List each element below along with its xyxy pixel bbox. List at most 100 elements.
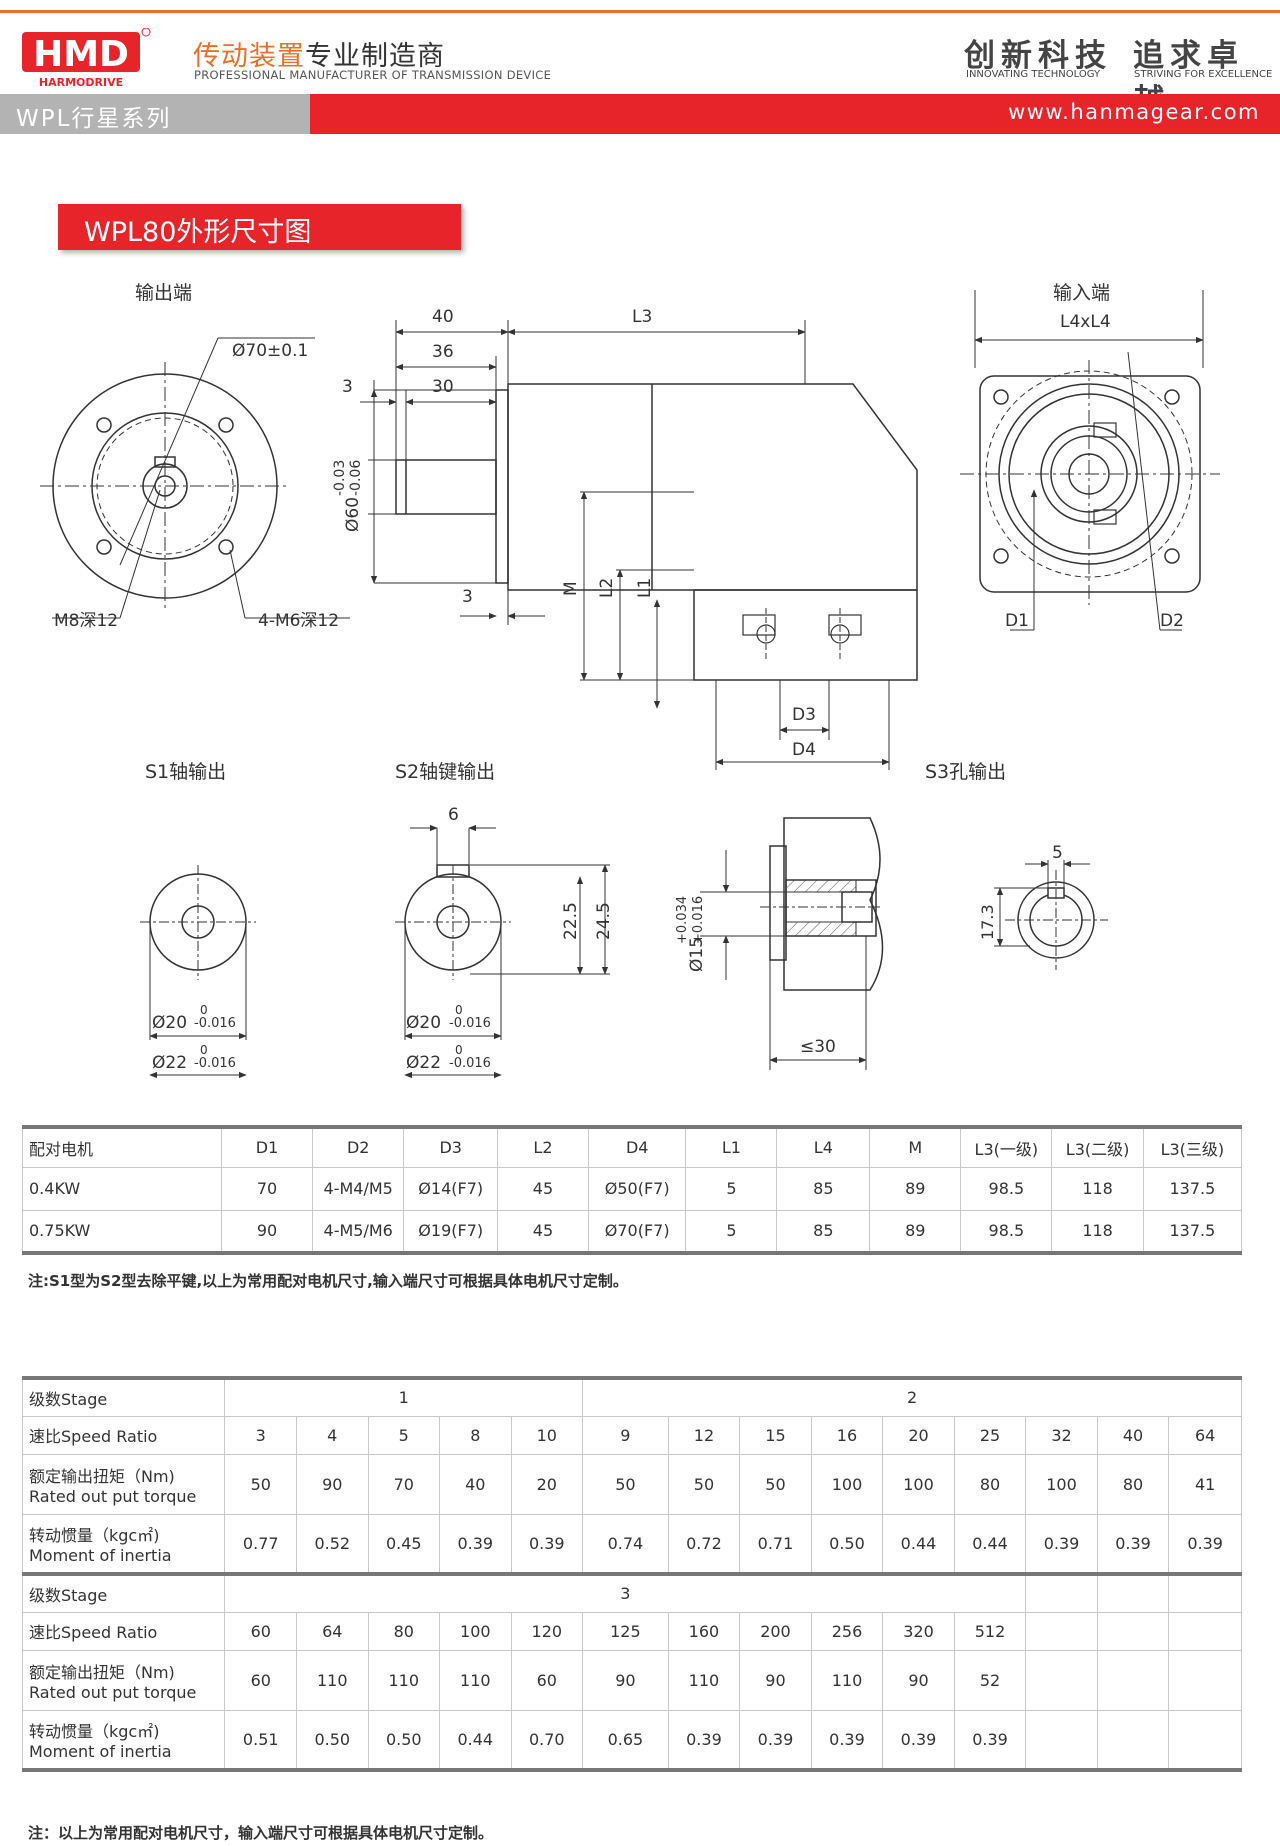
table1-header: L2 (497, 1126, 589, 1168)
section-title-box: WPL80外形尺寸图 (58, 204, 461, 250)
s3-d15: Ø15 (687, 937, 707, 972)
table-cell: 0.39 (439, 1513, 512, 1575)
table-cell: 80 (1096, 1453, 1170, 1515)
table-cell: 0.74 (582, 1513, 669, 1575)
table-cell: 0.50 (810, 1513, 884, 1575)
table-cell: 110 (367, 1649, 441, 1711)
s2-h1: 22.5 (561, 902, 581, 940)
dim-l4: L4xL4 (1060, 312, 1111, 332)
inertia-label: 转动惯量（kgc㎡)Moment of inertia (21, 1709, 226, 1771)
table1-header: 配对电机 (21, 1126, 223, 1168)
table-cell: 120 (510, 1611, 584, 1651)
table1-header: L3(一级) (960, 1126, 1053, 1168)
table-cell: 5 (367, 1415, 441, 1455)
table-cell: 100 (439, 1611, 512, 1651)
s3-height: 17.3 (978, 904, 997, 940)
table-cell: 85 (776, 1166, 871, 1211)
table-cell: 0.39 (810, 1709, 884, 1771)
torque-label-en: Rated out put torque (29, 1486, 197, 1506)
dim-3-top: 3 (342, 377, 353, 397)
table1-note: 注:S1型为S2型去除平键,以上为常用配对电机尺寸,输入端尺寸可根据具体电机尺寸… (28, 1272, 628, 1290)
table-cell: 15 (739, 1415, 812, 1455)
stage-2: 2 (582, 1377, 1242, 1417)
table1-header: L4 (776, 1126, 871, 1168)
s1-shaft-view (140, 865, 256, 1079)
table-row: 0.4KW 70 4-M4/M5 Ø14(F7) 45 Ø50(F7) 5 85… (21, 1166, 1243, 1211)
s2-d20: Ø20 (406, 1013, 441, 1033)
stage-row: 级数Stage 1 2 (21, 1377, 1242, 1417)
table-cell: 70 (367, 1453, 441, 1515)
s1-d22-tol-top: 0 (200, 1043, 208, 1057)
s1-d20-tol-top: 0 (200, 1003, 208, 1017)
table1-header: D2 (311, 1126, 405, 1168)
table-cell: 0.39 (510, 1513, 584, 1575)
table-cell: 32 (1025, 1415, 1098, 1455)
table-cell: 90 (882, 1649, 955, 1711)
header-top-line (0, 10, 1280, 13)
table-cell (1168, 1611, 1242, 1651)
table-cell: 60 (224, 1611, 297, 1651)
table-cell: 25 (953, 1415, 1027, 1455)
table-cell: 0.72 (667, 1513, 741, 1575)
logo-subtext: HARMODRIVE (39, 76, 123, 88)
table-cell (1096, 1611, 1170, 1651)
table-cell: 0.44 (439, 1709, 512, 1771)
table-cell: 70 (221, 1166, 313, 1211)
table-cell: 100 (882, 1453, 955, 1515)
s1-d22: Ø22 (152, 1053, 187, 1073)
table-cell (1096, 1573, 1170, 1613)
table-cell: 20 (510, 1453, 584, 1515)
dim-d4: D4 (792, 740, 816, 760)
company-tagline: 传动装置专业制造商 (193, 34, 445, 73)
logo-text: HMD (33, 34, 129, 75)
table-cell: 118 (1051, 1166, 1144, 1211)
table-cell: 90 (739, 1649, 812, 1711)
side-view (360, 320, 918, 770)
series-label: WPL行星系列 (16, 106, 172, 132)
table-cell: 160 (667, 1611, 741, 1651)
dim-30: 30 (432, 377, 454, 397)
table1-header: D1 (221, 1126, 313, 1168)
table-cell: 4 (296, 1415, 369, 1455)
s1-label: S1轴输出 (145, 761, 226, 783)
website-link[interactable]: www.hanmagear.com (1008, 100, 1260, 124)
table-cell: 50 (582, 1453, 669, 1515)
table-cell: 60 (224, 1649, 297, 1711)
table-cell (1096, 1649, 1170, 1711)
slogan-innovating-en: INNOVATING TECHNOLOGY (966, 69, 1101, 80)
table-cell: 0.39 (1025, 1513, 1098, 1575)
ratio-label: 速比Speed Ratio (21, 1611, 226, 1651)
table-cell: 50 (224, 1453, 297, 1515)
dim-l1: L1 (635, 578, 655, 598)
table1-header: L3(三级) (1142, 1126, 1243, 1168)
table-cell: 98.5 (960, 1166, 1053, 1211)
slogan-innovating: 创新科技 (964, 38, 1112, 74)
stage-label: 级数Stage (21, 1377, 226, 1417)
table-cell: 8 (439, 1415, 512, 1455)
table-cell: 118 (1051, 1209, 1144, 1254)
table-cell (1096, 1709, 1170, 1771)
s2-label: S2轴键输出 (395, 761, 495, 783)
table-cell: 0.70 (510, 1709, 584, 1771)
table-cell: 0.44 (953, 1513, 1027, 1575)
table-cell: 45 (497, 1166, 589, 1211)
s2-key: 6 (448, 805, 459, 825)
torque-label-cn: 额定输出扭矩（Nm) (29, 1466, 175, 1486)
s2-d22-tol-bottom: -0.016 (449, 1056, 491, 1071)
table1-header: M (869, 1126, 962, 1168)
output-flange-view (40, 337, 350, 619)
dim-m: M (561, 581, 581, 596)
table2-note: 注：以上为常用配对电机尺寸，输入端尺寸可根据具体电机尺寸定制。 (28, 1824, 494, 1842)
table-cell (1025, 1709, 1098, 1771)
table-cell: 80 (953, 1453, 1027, 1515)
s3-d15-tol-top: +0.034 (675, 896, 690, 944)
s2-d22-tol-top: 0 (455, 1043, 463, 1057)
table-cell: 10 (510, 1415, 584, 1455)
dim-l2: L2 (597, 578, 617, 598)
s3-bore-end-view (994, 860, 1108, 970)
table-cell: 0.75KW (21, 1209, 223, 1254)
